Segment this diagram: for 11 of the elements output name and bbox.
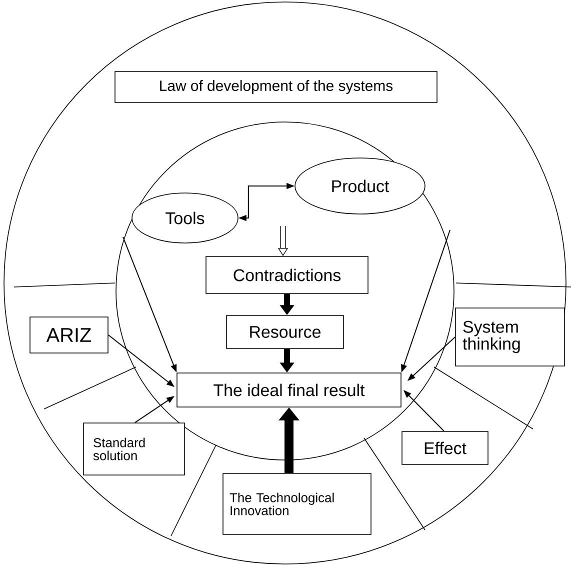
method-box: Standard solution: [83, 422, 185, 476]
title-box: Law of development of the systems: [114, 71, 438, 103]
method-box: ARIZ: [30, 316, 108, 354]
ellipse-node: Product: [294, 158, 426, 214]
method-box: Effect: [402, 431, 488, 465]
result-box: The ideal final result: [176, 372, 402, 408]
process-box: Resource: [226, 315, 344, 349]
process-box: Contradictions: [206, 256, 368, 294]
method-box: The Technological Innovation: [222, 473, 372, 535]
method-box: System thinking: [455, 308, 565, 366]
ellipse-node: Tools: [132, 192, 238, 244]
